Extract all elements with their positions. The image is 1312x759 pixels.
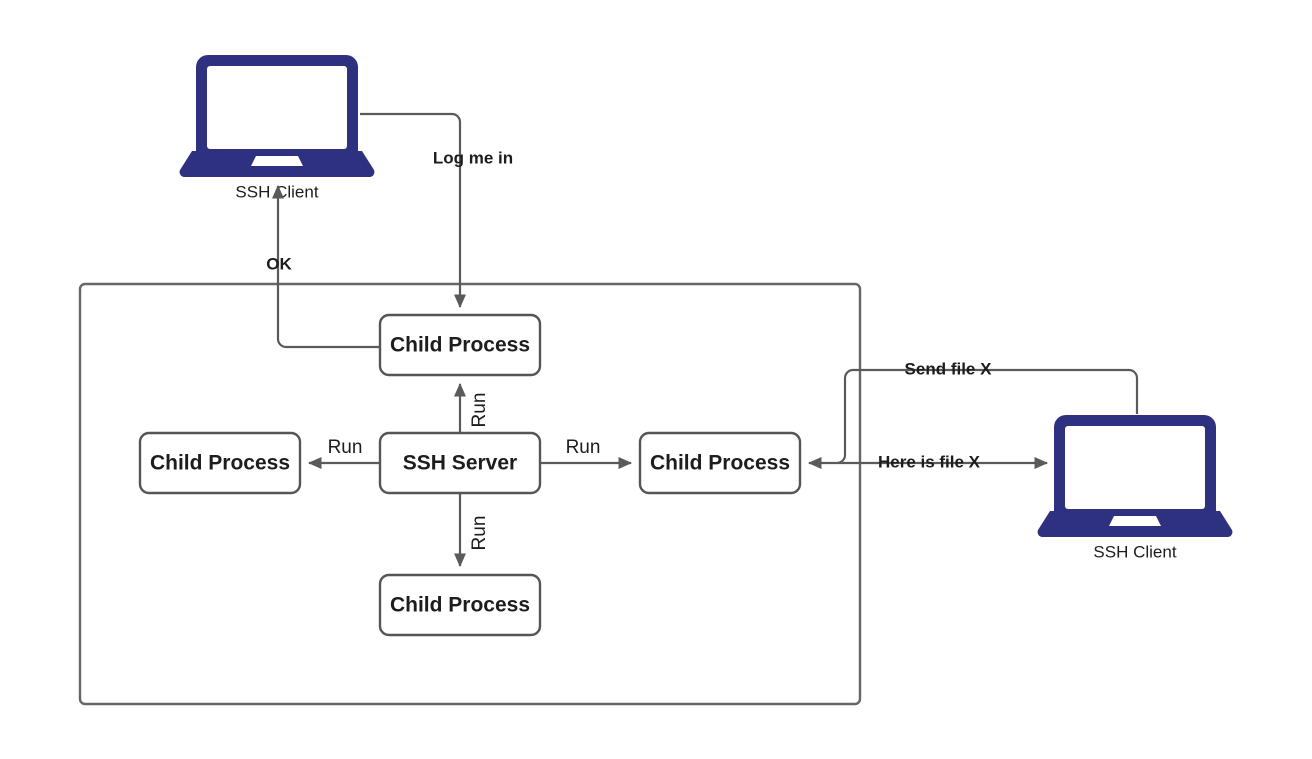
child-process-left-box[interactable] <box>138 431 302 495</box>
ssh-server-host-container <box>78 282 862 706</box>
edge-here-is-file-x-label: Here is file X <box>878 452 981 471</box>
node-ssh-server[interactable]: SSH Server <box>378 431 542 495</box>
ssh-client-right-laptop: SSH Client <box>1037 415 1233 561</box>
child-process-right-box[interactable] <box>638 431 802 495</box>
ssh-server-label: SSH Server <box>403 452 517 475</box>
laptop-trackpad-icon <box>251 156 303 166</box>
node-child-process-top[interactable]: Child Process <box>378 313 542 377</box>
child-process-right-label: Child Process <box>650 452 790 475</box>
edge-log-me-in-label: Log me in <box>433 148 513 167</box>
child-process-bottom-label: Child Process <box>390 594 530 617</box>
laptop-trackpad-icon <box>1109 516 1161 526</box>
edge-run-up-label: Run <box>469 393 490 428</box>
ssh-client-right-label: SSH Client <box>1093 542 1176 561</box>
laptop-screen-inner-icon <box>1065 426 1205 509</box>
child-process-left-label: Child Process <box>150 452 290 475</box>
ssh-server-box[interactable] <box>378 431 542 495</box>
node-child-process-bottom[interactable]: Child Process <box>378 573 542 637</box>
edge-run-left-label: Run <box>328 437 363 458</box>
node-child-process-right[interactable]: Child Process <box>638 431 802 495</box>
child-process-top-box[interactable] <box>378 313 542 377</box>
edge-ok <box>271 184 380 349</box>
node-child-process-left[interactable]: Child Process <box>138 431 302 495</box>
edge-run-right-label: Run <box>566 437 601 458</box>
edge-run-down-label: Run <box>469 516 490 551</box>
child-process-top-label: Child Process <box>390 334 530 357</box>
ssh-client-top-laptop: SSH Client <box>179 55 375 201</box>
laptop-screen-inner-icon <box>207 66 347 149</box>
edge-send-file-x-label: Send file X <box>905 359 993 378</box>
edge-send-file-x <box>807 368 1139 470</box>
edge-ok-label: OK <box>266 254 292 273</box>
child-process-bottom-box[interactable] <box>378 573 542 637</box>
edge-log-me-in <box>360 112 467 309</box>
